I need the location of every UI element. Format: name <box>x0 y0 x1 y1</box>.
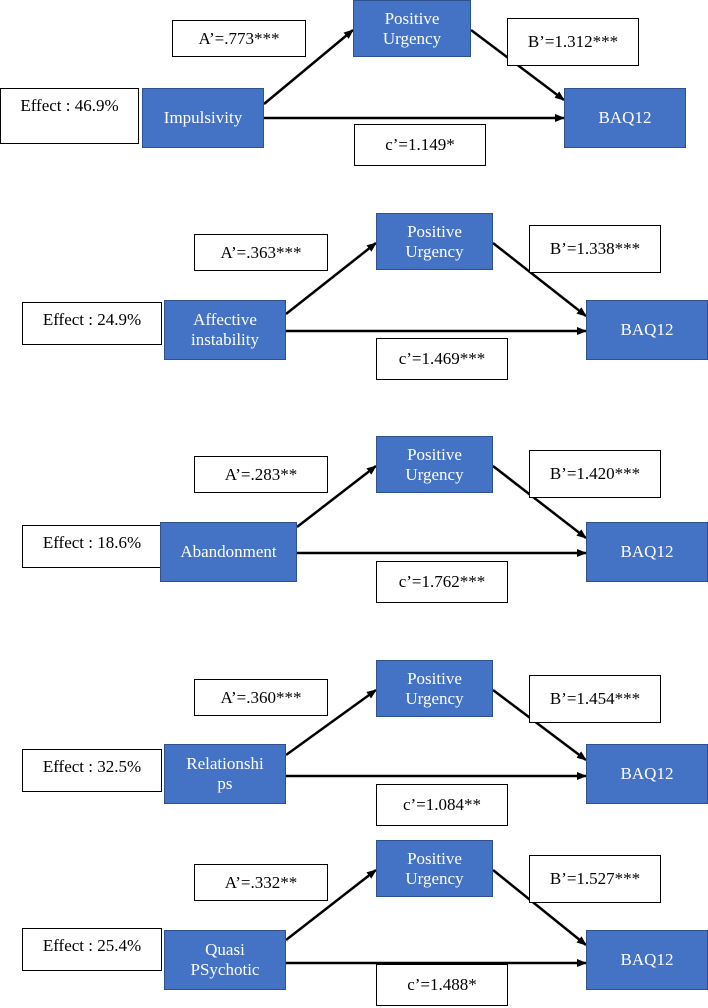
diagram-3-a-path-arrow <box>296 465 377 528</box>
predictor-box: Quasi PSychotic <box>164 930 286 990</box>
diagram-5-a-path-arrow <box>285 869 377 941</box>
diagram-2-b-path-arrow <box>492 242 587 317</box>
mediator-box: Positive Urgency <box>376 660 493 717</box>
effect-size-label: Effect : 18.6% <box>22 525 162 568</box>
c-path-label: c’=1.469*** <box>376 338 508 380</box>
outcome-box: BAQ12 <box>564 88 686 148</box>
predictor-box: Abandonment <box>160 522 297 582</box>
predictor-box: Affective instability <box>164 300 286 360</box>
c-path-label: c’=1.149* <box>354 124 486 166</box>
path-arrows <box>263 29 587 967</box>
b-path-label: B’=1.338*** <box>529 225 661 273</box>
mediator-box: Positive Urgency <box>353 0 471 57</box>
a-path-label: A’=.773*** <box>172 20 306 57</box>
outcome-box: BAQ12 <box>586 930 708 990</box>
b-path-label: B’=1.420*** <box>529 450 661 498</box>
diagram-3-b-path-arrow <box>492 465 587 539</box>
mediator-box: Positive Urgency <box>376 436 493 493</box>
diagram-4-a-path-arrow <box>285 688 377 757</box>
diagram-5-b-path-arrow <box>492 869 587 946</box>
a-path-label: A’=.360*** <box>194 679 328 716</box>
outcome-box: BAQ12 <box>586 522 708 582</box>
effect-size-label: Effect : 46.9% <box>0 88 139 144</box>
c-path-label: c’=1.084** <box>376 784 508 826</box>
predictor-box: Relationshi ps <box>164 744 286 804</box>
mediator-box: Positive Urgency <box>376 840 493 897</box>
outcome-box: BAQ12 <box>586 744 708 804</box>
c-path-label: c’=1.762*** <box>376 561 508 603</box>
b-path-label: B’=1.454*** <box>529 675 661 723</box>
diagram-4-b-path-arrow <box>492 689 587 761</box>
effect-size-label: Effect : 32.5% <box>22 749 162 792</box>
diagram-1-a-path-arrow <box>263 29 354 105</box>
predictor-box: Impulsivity <box>142 88 264 148</box>
diagram-2-a-path-arrow <box>285 242 377 315</box>
b-path-label: B’=1.527*** <box>529 855 661 903</box>
b-path-label: B’=1.312*** <box>507 18 639 66</box>
effect-size-label: Effect : 25.4% <box>22 928 162 971</box>
a-path-label: A’=.283** <box>194 456 328 493</box>
a-path-label: A’=.363*** <box>194 234 328 271</box>
effect-size-label: Effect : 24.9% <box>22 302 162 345</box>
outcome-box: BAQ12 <box>586 300 708 360</box>
c-path-label: c’=1.488* <box>376 964 508 1006</box>
a-path-label: A’=.332** <box>194 864 328 901</box>
mediator-box: Positive Urgency <box>376 213 493 270</box>
